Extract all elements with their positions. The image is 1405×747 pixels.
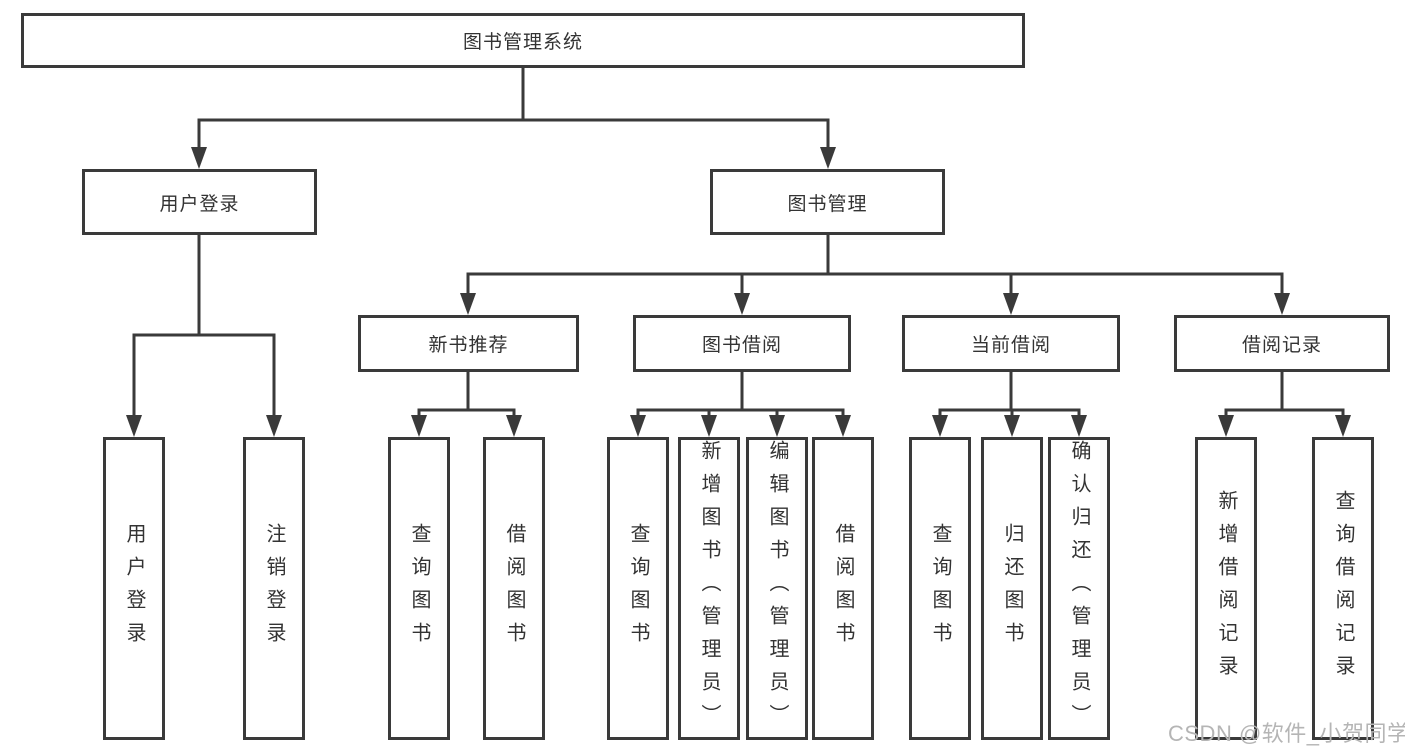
leaf-borrow-books: 借阅图书 xyxy=(483,437,545,740)
leaf-label: 新增图书（管理员） xyxy=(698,440,720,737)
leaf-label: 查询图书 xyxy=(627,522,649,655)
leaf-label: 用户登录 xyxy=(123,522,145,655)
leaf-user-login: 用户登录 xyxy=(103,437,165,740)
leaf-query-books: 查询图书 xyxy=(388,437,450,740)
node-book-management: 图书管理 xyxy=(710,169,945,235)
leaf-label: 查询借阅记录 xyxy=(1332,489,1354,688)
leaf-edit-books-admin: 编辑图书（管理员） xyxy=(746,437,808,740)
node-borrowing-records: 借阅记录 xyxy=(1174,315,1390,372)
leaf-label: 编辑图书（管理员） xyxy=(766,440,788,737)
leaf-label: 查询图书 xyxy=(408,522,430,655)
node-book-borrowing: 图书借阅 xyxy=(633,315,851,372)
leaf-label: 查询图书 xyxy=(929,522,951,655)
leaf-add-borrow-record: 新增借阅记录 xyxy=(1195,437,1257,740)
leaf-borrow-books-2: 借阅图书 xyxy=(812,437,874,740)
leaf-logout: 注销登录 xyxy=(243,437,305,740)
node-current-borrowing: 当前借阅 xyxy=(902,315,1120,372)
leaf-add-books-admin: 新增图书（管理员） xyxy=(678,437,740,740)
leaf-query-borrow-record: 查询借阅记录 xyxy=(1312,437,1374,740)
leaf-label: 新增借阅记录 xyxy=(1215,489,1237,688)
leaf-confirm-return-admin: 确认归还（管理员） xyxy=(1048,437,1110,740)
leaf-return-books: 归还图书 xyxy=(981,437,1043,740)
csdn-watermark: CSDN @软件_小贺同学 xyxy=(1168,721,1405,746)
leaf-query-books-3: 查询图书 xyxy=(909,437,971,740)
leaf-label: 借阅图书 xyxy=(503,522,525,655)
leaf-label: 归还图书 xyxy=(1001,522,1023,655)
leaf-label: 确认归还（管理员） xyxy=(1068,440,1090,737)
node-new-book-recommendation: 新书推荐 xyxy=(358,315,579,372)
node-library-management-system: 图书管理系统 xyxy=(21,13,1025,68)
leaf-label: 借阅图书 xyxy=(832,522,854,655)
leaf-query-books-2: 查询图书 xyxy=(607,437,669,740)
node-user-login: 用户登录 xyxy=(82,169,317,235)
leaf-label: 注销登录 xyxy=(263,522,285,655)
